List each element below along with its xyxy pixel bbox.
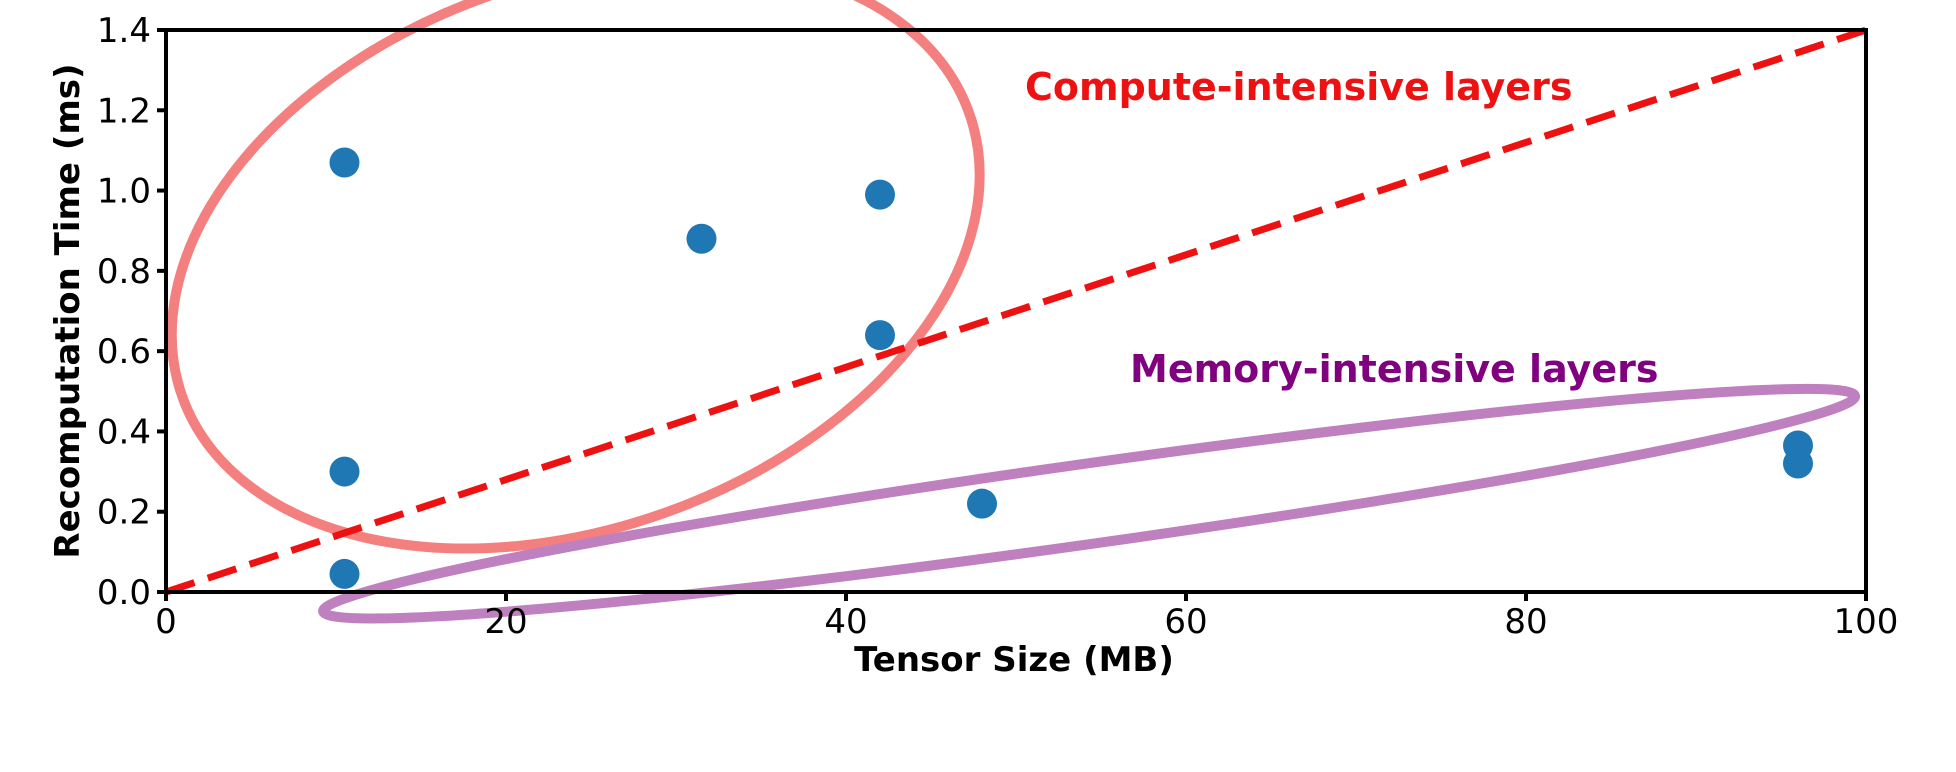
plot-frame <box>164 28 1868 594</box>
data-point <box>1783 448 1813 479</box>
data-point <box>865 320 895 351</box>
y-tick-label: 0.2 <box>97 493 151 533</box>
x-axis-label: Tensor Size (MB) <box>854 640 1174 680</box>
data-point <box>967 488 997 519</box>
memory-region-ellipse <box>318 383 1861 624</box>
y-tick-label: 0.6 <box>97 332 151 372</box>
y-tick-label: 1.4 <box>97 11 151 51</box>
x-tick-label: 100 <box>1834 602 1899 642</box>
memory-intensive-label: Memory-intensive layers <box>1130 347 1658 391</box>
x-tick-label: 40 <box>824 602 867 642</box>
data-points <box>329 147 1813 589</box>
reference-dashed-line <box>164 26 1868 596</box>
data-point <box>865 179 895 210</box>
y-tick-label: 0.0 <box>97 573 151 613</box>
data-point <box>329 558 360 589</box>
y-tick-label: 0.4 <box>97 412 151 452</box>
y-axis-label: Recomputation Time (ms) <box>48 63 88 558</box>
compute-intensive-label: Compute-intensive layers <box>1025 65 1572 109</box>
data-point <box>329 456 360 487</box>
y-tick-label: 1.0 <box>97 172 151 212</box>
region-outlines <box>166 0 1861 624</box>
y-tick-label: 0.8 <box>97 252 151 292</box>
axis-ticks: 0 20 40 60 80 100 0.0 0.2 0.4 0.6 0.8 1.0 1.2 1.4 <box>97 11 1899 642</box>
y-tick-label: 1.2 <box>97 91 151 131</box>
data-point <box>686 223 717 254</box>
region-annotations: Compute-intensive layersMemory-intensive… <box>1025 65 1658 391</box>
x-tick-label: 20 <box>484 602 527 642</box>
compute-region-ellipse <box>166 0 985 554</box>
x-tick-label: 80 <box>1504 602 1547 642</box>
x-tick-label: 60 <box>1164 602 1207 642</box>
data-point <box>329 147 360 178</box>
x-tick-label: 0 <box>155 602 177 642</box>
